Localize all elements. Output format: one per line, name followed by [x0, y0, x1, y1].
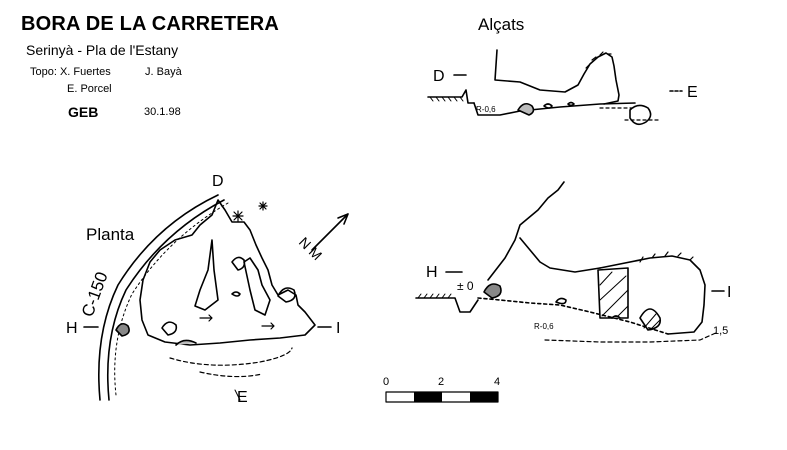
section-block-1	[483, 283, 502, 299]
north-label: N M	[296, 234, 325, 263]
section-ground-hatch	[417, 293, 452, 299]
plan-slope-arrow-1	[199, 314, 213, 322]
elevation-block-3	[567, 101, 575, 107]
topo-credit-2: J. Bayà	[145, 66, 182, 78]
section-floor-lower	[544, 331, 719, 343]
elevation-de-view: Alçats D E R-0,6	[427, 15, 698, 126]
section-marker-h: H	[426, 264, 438, 281]
scale-bar-segment-dark-1	[414, 392, 442, 402]
elevation-title: Alçats	[478, 15, 524, 34]
elevation-ceiling	[494, 49, 620, 105]
north-arrow	[311, 213, 349, 251]
section-depth-end: 1,5	[713, 325, 728, 337]
survey-group: GEB	[68, 104, 99, 120]
plan-slope-arrow-2	[261, 322, 275, 330]
scale-label-0: 0	[383, 376, 389, 388]
plan-marker-d: D	[212, 173, 224, 190]
plan-marker-i: I	[336, 320, 340, 337]
elevation-ground	[427, 89, 475, 104]
elevation-marker-d: D	[433, 68, 445, 85]
scale-label-4: 4	[494, 376, 500, 388]
scale-label-2: 2	[438, 376, 444, 388]
vegetation-star-2	[258, 201, 268, 211]
plan-inner-pillar-2	[243, 257, 271, 316]
section-slope	[487, 181, 565, 281]
plan-view: Planta C-150 N M D E H I	[66, 173, 349, 406]
section-ground-left	[415, 297, 479, 313]
section-depth-note: R-0,6	[534, 322, 554, 331]
road-label: C-150	[78, 269, 112, 319]
plan-block-6	[175, 339, 197, 346]
plan-title: Planta	[86, 225, 135, 244]
plan-block-5	[277, 287, 296, 303]
elevation-ground-hatch	[429, 96, 464, 102]
plan-block-1	[231, 256, 246, 271]
section-column-2	[639, 308, 662, 331]
section-ceiling-texture	[639, 251, 694, 263]
elevation-depth-note: R-0,6	[476, 105, 496, 114]
survey-date: 30.1.98	[144, 106, 181, 118]
elevation-block-4	[629, 104, 652, 126]
plan-marker-h: H	[66, 320, 78, 337]
topo-credit: Topo: X. Fuertes	[30, 66, 111, 78]
road-shoulder	[114, 202, 229, 396]
plan-dripline	[169, 347, 293, 366]
elevation-floor	[473, 102, 636, 116]
section-column-1	[597, 267, 629, 319]
section-block-2	[555, 297, 567, 305]
section-block-3	[611, 315, 621, 319]
plan-inner-pillar-1	[194, 239, 219, 311]
section-datum: ± 0	[457, 279, 474, 293]
plan-block-2	[231, 291, 241, 297]
elevation-ceiling-texture	[585, 51, 612, 69]
road-edge-inner	[106, 199, 225, 401]
section-ceiling-left	[519, 237, 601, 273]
road-edge-outer	[98, 194, 219, 401]
plan-block-4	[115, 322, 130, 337]
scale-bar-segment-dark-2	[470, 392, 498, 402]
section-ceiling-right	[599, 255, 706, 335]
plan-block-3	[161, 321, 178, 336]
survey-location: Serinyà - Pla de l'Estany	[26, 42, 179, 58]
section-marker-i: I	[727, 284, 731, 301]
plan-marker-e: E	[237, 389, 248, 406]
section-column-2-hatch	[643, 313, 661, 331]
elevation-block-2	[543, 103, 553, 109]
elevation-marker-e: E	[687, 84, 698, 101]
section-floor	[477, 297, 669, 335]
plan-cave-outline	[139, 199, 316, 346]
vegetation-star-1	[232, 210, 244, 222]
plan-dripline-2	[199, 371, 263, 378]
section-column-1-hatch	[599, 271, 629, 319]
topo-credit-3: E. Porcel	[67, 83, 112, 95]
plan-tick-e	[234, 389, 241, 401]
scale-bar: 0 2 4	[383, 376, 500, 403]
survey-title: BORA DE LA CARRETERA	[21, 13, 280, 35]
elevation-block-1	[517, 102, 535, 116]
section-hi-view: H ± 0 I R-0,6 1,5	[415, 181, 731, 343]
